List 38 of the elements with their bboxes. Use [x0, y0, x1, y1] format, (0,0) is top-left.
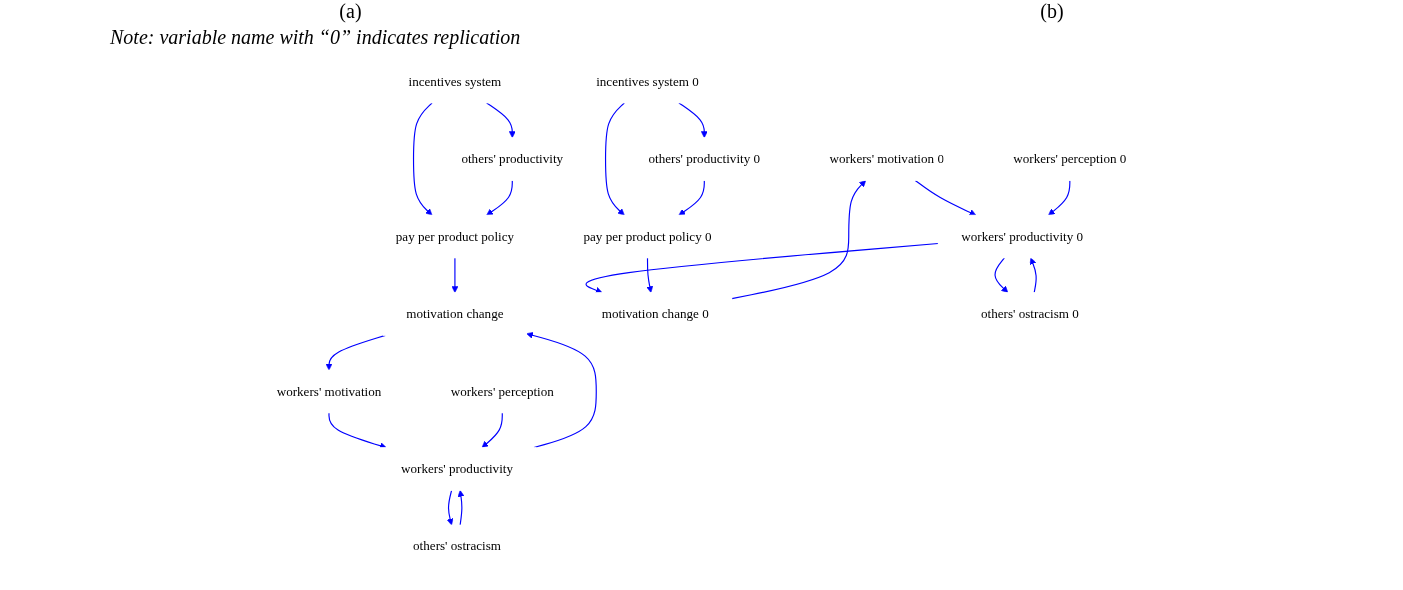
arrow [412, 102, 433, 216]
node-text: pay per product policy 0 [583, 229, 712, 244]
arrow [1048, 179, 1071, 216]
node-text: workers' productivity 0 [961, 229, 1084, 244]
arrow [486, 102, 516, 138]
arrow [457, 490, 465, 526]
arrow [646, 257, 654, 293]
arrow [325, 334, 386, 371]
arrow [731, 180, 867, 300]
node-text: workers' perception 0 [1013, 151, 1127, 167]
arrow [678, 102, 708, 138]
node-text: motivation change 0 [601, 306, 709, 322]
node-text: pay per product policy [395, 229, 515, 244]
node-text: workers' productivity [401, 461, 513, 477]
node-text: others' productivity [461, 151, 564, 167]
arrow [994, 257, 1009, 293]
note-text: Note: variable name with “0” indicates replication [110, 26, 521, 48]
node-text: workers' motivation [276, 383, 382, 399]
node-text: motivation change [406, 306, 504, 322]
panel-label: (a) [339, 0, 362, 24]
node-text: others' ostracism 0 [981, 306, 1079, 322]
node-text: workers' perception [450, 383, 554, 399]
arrow [481, 412, 503, 448]
arrow [604, 102, 625, 216]
arrow [585, 242, 939, 294]
arrow [486, 179, 513, 216]
node-text: incentives system 0 [596, 74, 699, 89]
arrow [1029, 257, 1037, 294]
arrow [526, 332, 597, 449]
node-text: others' ostracism [413, 538, 501, 554]
node-text: incentives system [408, 74, 502, 89]
arrow [451, 257, 459, 293]
node-text: others' productivity 0 [648, 151, 761, 167]
node-text: workers' motivation 0 [829, 151, 944, 167]
arrow [446, 489, 454, 526]
arrow [678, 179, 705, 216]
arrow [914, 179, 977, 216]
panel-label: (b) [1040, 0, 1064, 24]
